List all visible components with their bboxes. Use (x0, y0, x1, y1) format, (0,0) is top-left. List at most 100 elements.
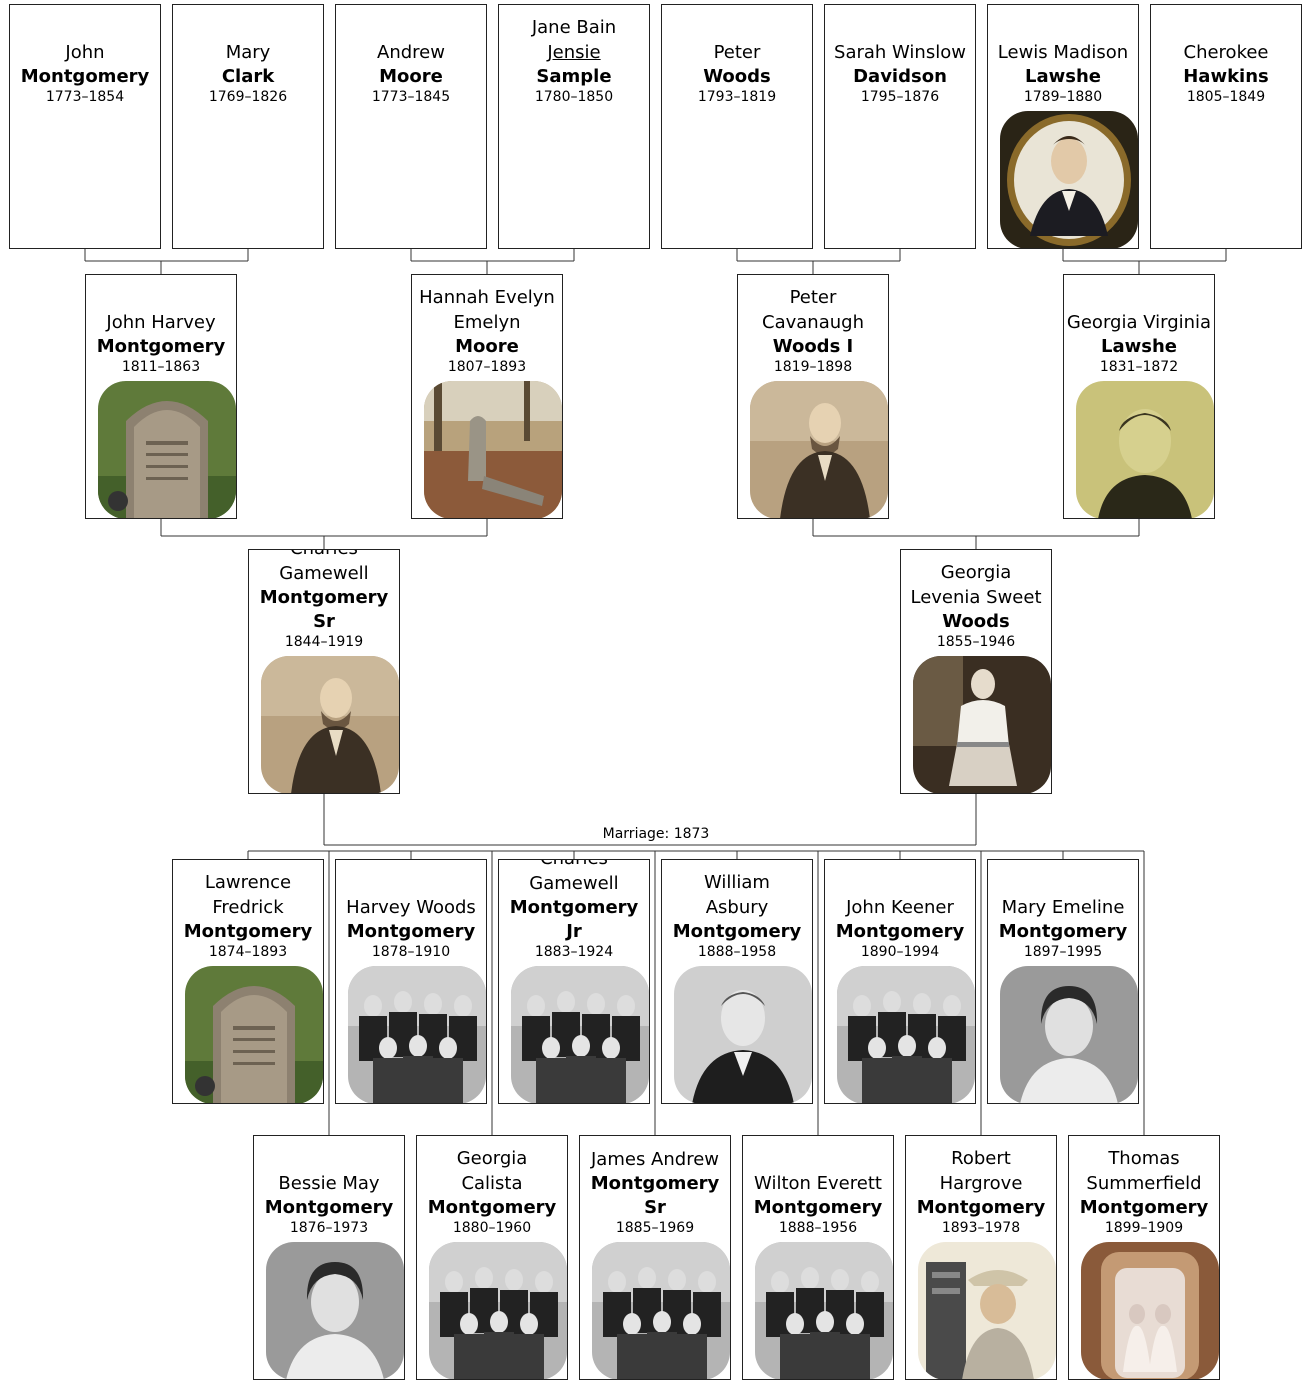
person-photo[interactable] (1000, 966, 1138, 1103)
life-dates: 1819–1898 (773, 359, 853, 375)
person-photo[interactable] (750, 381, 888, 518)
given-name: John Harvey (86, 311, 236, 336)
given-name-text: Georgia Virginia (1066, 311, 1212, 333)
given-name: James Andrew (580, 1148, 730, 1173)
life-dates: 1773–1854 (45, 89, 125, 105)
person-photo[interactable] (185, 966, 323, 1103)
life-dates: 1811–1863 (121, 359, 201, 375)
given-name-text: Charles Gamewell (279, 550, 369, 584)
life-dates: 1885–1969 (615, 1220, 695, 1236)
given-name-text: John Keener (846, 896, 954, 918)
dates-row: 1795–1876 (825, 89, 975, 106)
nickname: Jensie (547, 41, 601, 63)
life-dates: 1793–1819 (697, 89, 777, 105)
person-photo[interactable] (348, 966, 486, 1103)
given-name-text: Andrew (377, 41, 445, 63)
life-dates: 1890–1994 (860, 944, 940, 960)
given-name: Wilton Everett (743, 1172, 893, 1197)
given-name-text: Bessie May (278, 1172, 380, 1194)
person-photo[interactable] (913, 656, 1051, 793)
given-name: Lewis Madison (988, 41, 1138, 66)
person-photo[interactable] (1000, 111, 1138, 248)
dates-row: 1888–1956 (743, 1220, 893, 1237)
dates-row: 1819–1898 (738, 359, 888, 376)
given-name-text: Peter Cavanaugh (762, 287, 864, 333)
surname: Montgomery Sr (590, 1173, 720, 1218)
dates-row: 1769–1826 (173, 89, 323, 106)
surname: Montgomery (753, 1197, 883, 1218)
person-photo[interactable] (98, 381, 236, 518)
dates-row: 1888–1958 (662, 944, 812, 961)
given-name: Cherokee (1151, 41, 1301, 66)
life-dates: 1769–1826 (208, 89, 288, 105)
person-photo[interactable] (592, 1242, 730, 1379)
life-dates: 1773–1845 (371, 89, 451, 105)
person-photo[interactable] (511, 966, 649, 1103)
person-photo[interactable] (1081, 1242, 1219, 1379)
person-photo[interactable] (837, 966, 975, 1103)
life-dates: 1878–1910 (371, 944, 451, 960)
surname: Woods I (772, 336, 854, 357)
dates-row: 1885–1969 (580, 1220, 730, 1237)
given-name-text: Harvey Woods (346, 896, 476, 918)
dates-row: 1789–1880 (988, 89, 1138, 106)
given-name: Sarah Winslow (825, 41, 975, 66)
given-name: Mary Emeline (988, 896, 1138, 921)
person-photo[interactable] (424, 381, 562, 518)
given-name: Charles Gamewell (499, 860, 649, 896)
given-name: John Keener (825, 896, 975, 921)
person-photo[interactable] (261, 656, 399, 793)
given-name-text: Robert Hargrove (939, 1148, 1023, 1194)
person-photo[interactable] (674, 966, 812, 1103)
person-photo[interactable] (266, 1242, 404, 1379)
person-photo[interactable] (755, 1242, 893, 1379)
given-name-text: Cherokee (1183, 41, 1269, 63)
given-name-text: Charles Gamewell (529, 860, 619, 894)
life-dates: 1831–1872 (1099, 359, 1179, 375)
person-photo[interactable] (1076, 381, 1214, 518)
person-photo[interactable] (429, 1242, 567, 1379)
person-photo[interactable] (918, 1242, 1056, 1379)
life-dates: 1874–1893 (208, 944, 288, 960)
dates-row: 1844–1919 (249, 634, 399, 651)
dates-row: 1773–1854 (10, 89, 160, 106)
